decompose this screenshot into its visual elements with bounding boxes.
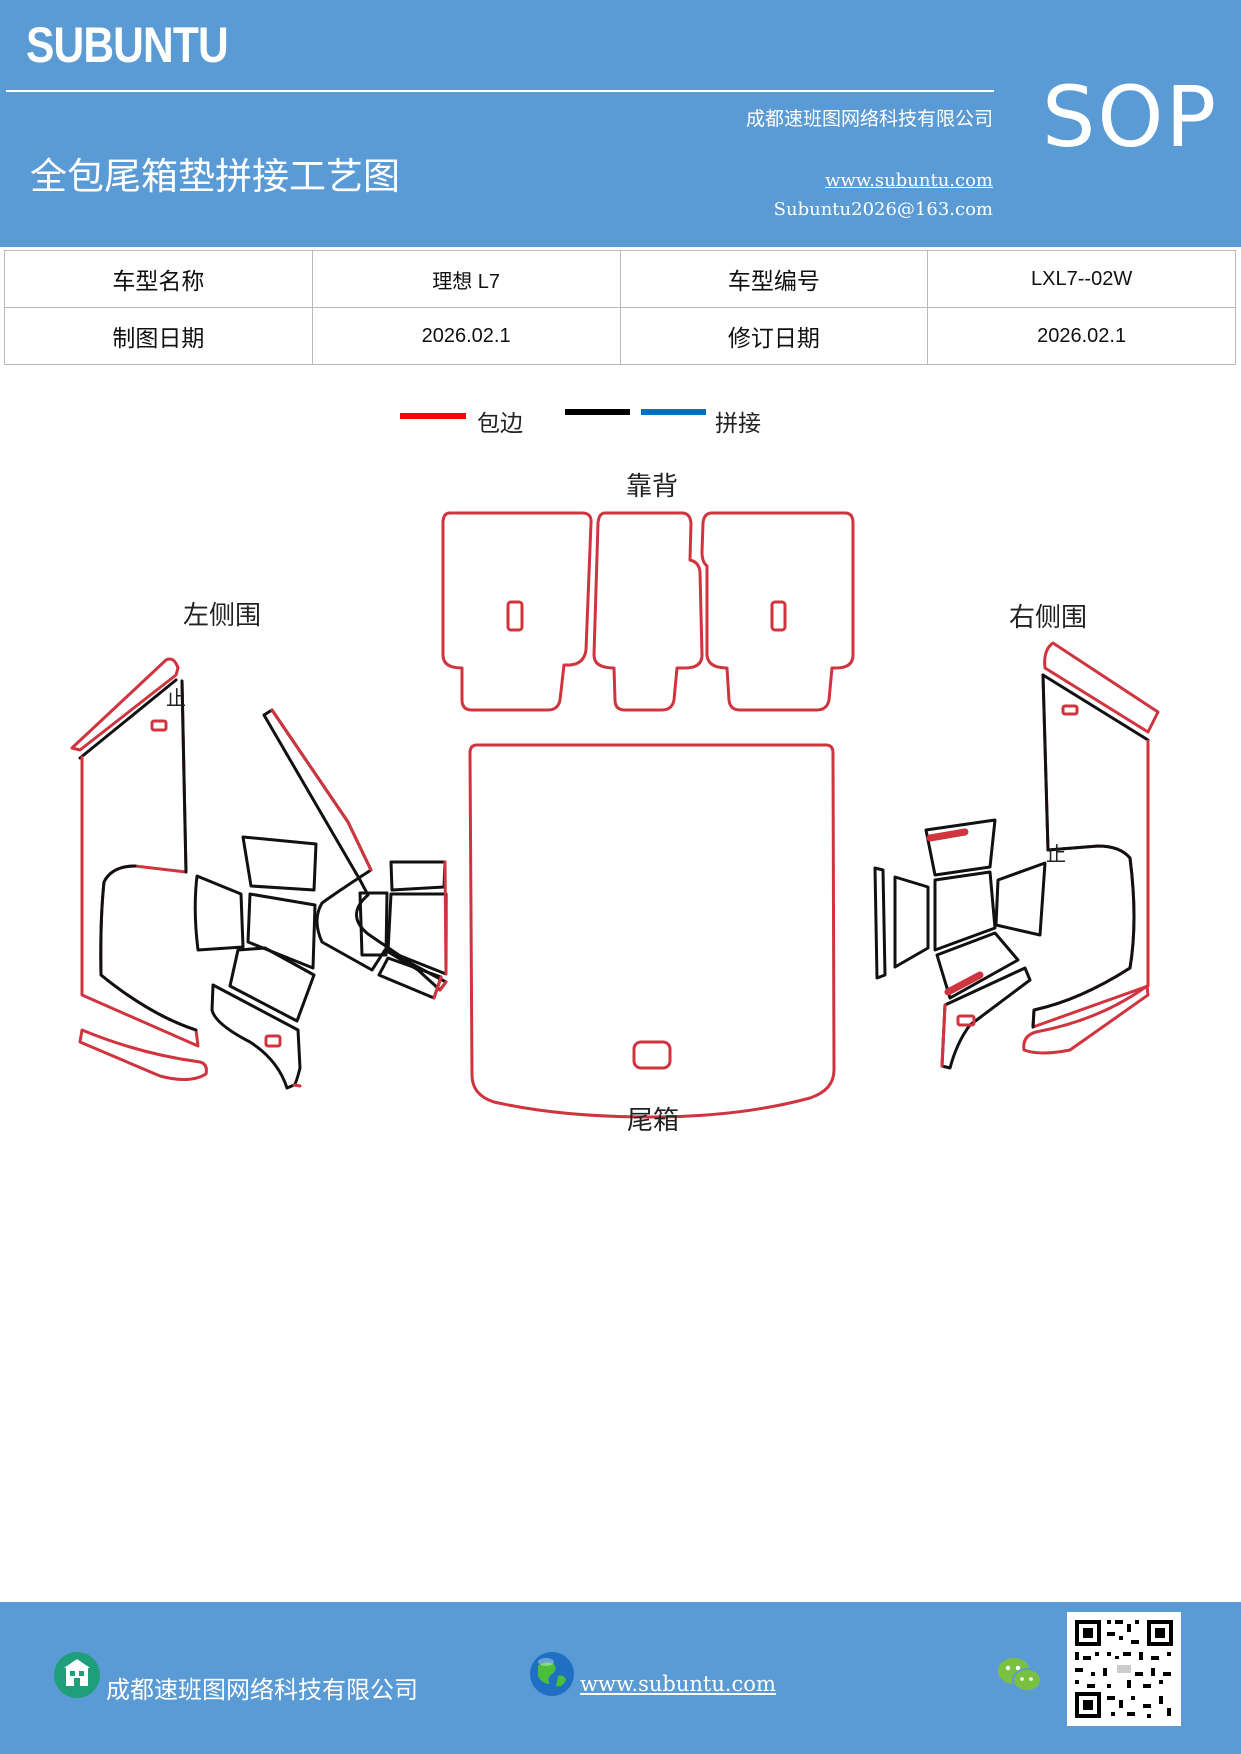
left-strip-edge <box>70 657 180 752</box>
right-bottom-strip <box>1022 984 1150 1055</box>
footer-company-name: 成都速班图网络科技有限公司 <box>106 1676 418 1704</box>
trunk-floor-handle <box>632 1040 672 1070</box>
label-stop-right: 止 <box>1046 842 1066 866</box>
left-lower-curve <box>210 983 302 1090</box>
right-block-5 <box>893 875 930 969</box>
right-thin-strip <box>873 866 887 980</box>
left-side-panels <box>70 657 448 1090</box>
drawing-date-value: 2026.02.1 <box>311 307 621 365</box>
footer-banner: 成都速班图网络科技有限公司 www.subuntu.com <box>0 1602 1241 1754</box>
left-mid-piece-1 <box>358 891 389 957</box>
right-strip-edge <box>1043 641 1160 734</box>
trunk-floor-panel <box>468 743 836 1119</box>
header-banner: SUBUNTU 成都速班图网络科技有限公司 全包尾箱垫拼接工艺图 www.sub… <box>0 0 1241 247</box>
right-side-panels <box>873 641 1160 1070</box>
backrest-panel-right <box>700 511 855 712</box>
left-block-4 <box>228 946 316 1023</box>
label-trunk: 尾箱 <box>627 1106 679 1136</box>
header-divider <box>6 90 994 92</box>
legend-label-edge: 包边 <box>477 411 523 437</box>
label-stop-left: 止 <box>166 686 186 710</box>
vehicle-info-table: 车型名称 理想 L7 车型编号 LXL7--02W 制图日期 2026.02.1… <box>4 250 1236 365</box>
brand-logo: SUBUNTU <box>26 17 229 73</box>
legend-swatch-red <box>400 413 466 419</box>
trunk-floor <box>468 743 836 1119</box>
backrest-slot-right <box>770 600 787 632</box>
revision-date-label: 修订日期 <box>619 307 929 365</box>
backrest-panels <box>441 511 855 712</box>
backrest-panel-left <box>441 511 593 712</box>
right-lower-curve <box>940 966 1032 1070</box>
trunk-mat-diagram: 靠背 左侧围 右侧围 尾箱 止 止 <box>70 472 1160 1136</box>
vehicle-code-label: 车型编号 <box>619 250 929 308</box>
left-block-2 <box>241 835 318 892</box>
table-row: 制图日期 2026.02.1 修订日期 2026.02.1 <box>4 307 1236 365</box>
label-backrest: 靠背 <box>626 472 678 502</box>
vehicle-name-label: 车型名称 <box>4 250 313 308</box>
wechat-icon <box>998 1658 1042 1692</box>
revision-date-value: 2026.02.1 <box>927 307 1236 365</box>
right-block-2 <box>933 870 997 952</box>
legend-label-seam: 拼接 <box>715 411 761 437</box>
building-icon <box>54 1652 100 1698</box>
line-legend: 包边 拼接 <box>0 400 1241 440</box>
right-block-3 <box>994 861 1047 937</box>
sop-badge: SOP <box>1042 68 1219 166</box>
right-block-1 <box>924 818 997 877</box>
legend-swatch-blue <box>641 409 706 415</box>
left-mid-piece-2 <box>389 860 447 892</box>
left-block-3 <box>246 892 317 970</box>
globe-icon <box>530 1652 574 1696</box>
label-right-side: 右侧围 <box>1009 603 1087 633</box>
left-bottom-strip <box>78 1028 208 1081</box>
right-block-4 <box>935 931 1020 1000</box>
footer-website-link[interactable]: www.subuntu.com <box>580 1672 776 1696</box>
qr-code[interactable] <box>1067 1612 1181 1726</box>
drawing-date-label: 制图日期 <box>4 307 313 365</box>
header-company-name: 成都速班图网络科技有限公司 <box>745 108 993 130</box>
left-sweep-piece <box>262 708 448 992</box>
table-row: 车型名称 理想 L7 车型编号 LXL7--02W <box>4 250 1236 308</box>
backrest-panel-middle <box>592 511 704 712</box>
label-left-side: 左侧围 <box>183 601 261 631</box>
legend-swatch-black <box>565 409 630 415</box>
left-block-1 <box>193 874 245 952</box>
header-email: Subuntu2026@163.com <box>773 199 993 220</box>
document-title: 全包尾箱垫拼接工艺图 <box>30 155 400 198</box>
vehicle-code-value: LXL7--02W <box>927 250 1236 308</box>
vehicle-name-value: 理想 L7 <box>311 250 621 308</box>
backrest-slot-left <box>506 600 524 632</box>
header-website-link[interactable]: www.subuntu.com <box>825 170 993 191</box>
